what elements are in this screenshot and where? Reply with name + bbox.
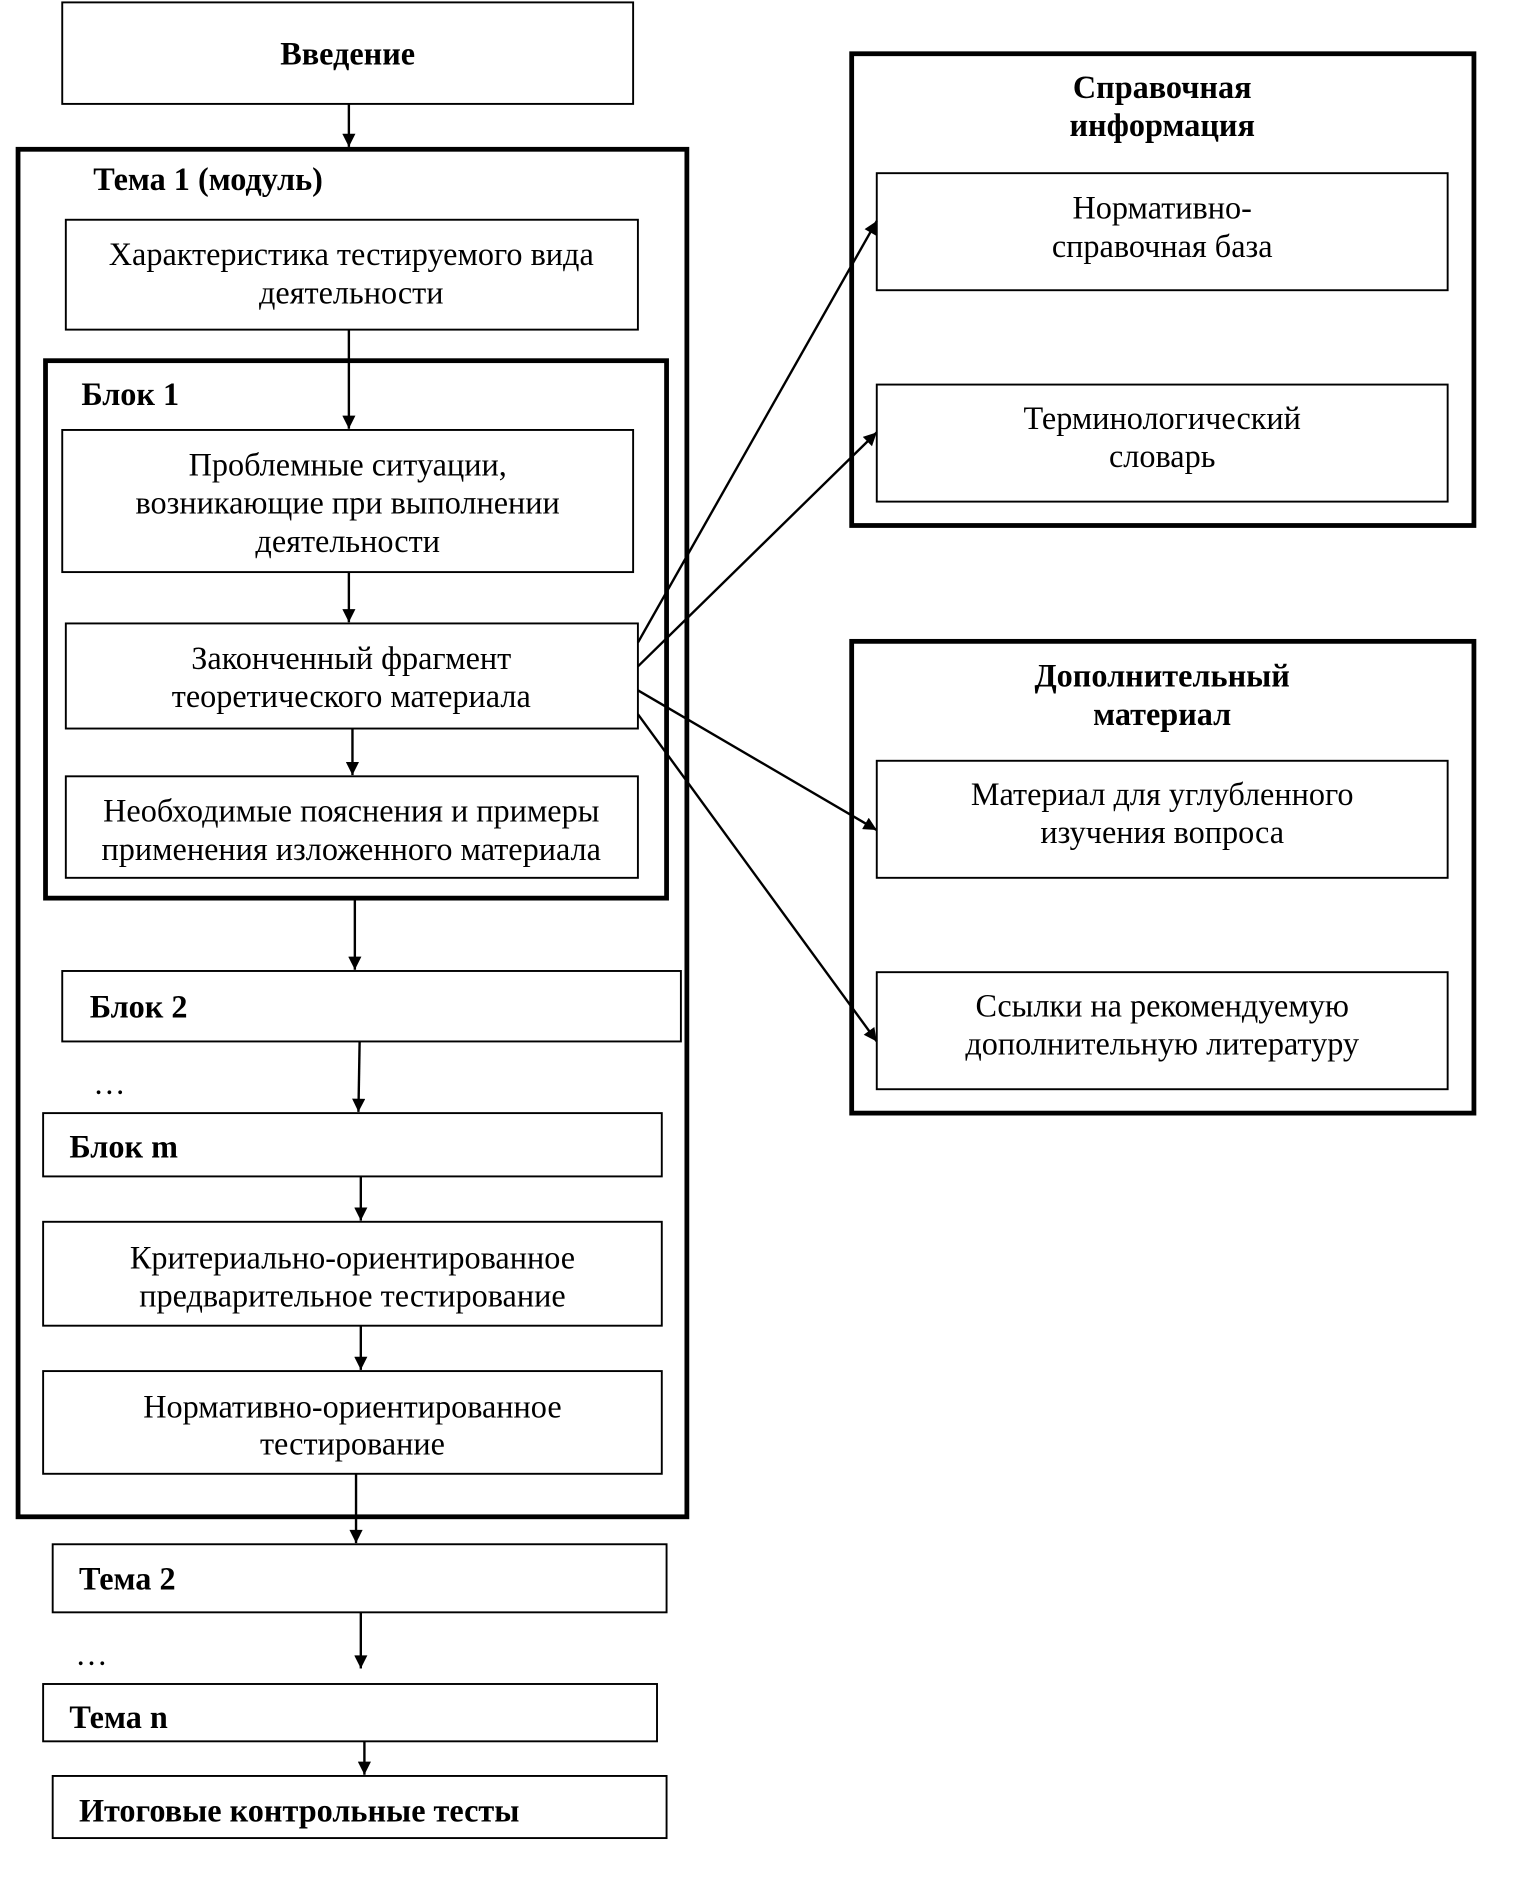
- explanations-line-2: применения изложенного материала: [102, 831, 601, 867]
- additional-title-line-1: Дополнительный: [1035, 658, 1290, 694]
- problems-line-1: Проблемные ситуации,: [189, 446, 507, 482]
- arrow-fragment-to-normative-base: [636, 220, 878, 644]
- norm-test-line-1: Нормативно-ориентированное: [143, 1389, 561, 1425]
- block2-box: Блок 2: [61, 970, 682, 1043]
- problems-line-2: возникающие при выполнении: [136, 485, 560, 521]
- normative-base-box: Нормативно- справочная база: [875, 172, 1449, 292]
- problems-line-3: деятельности: [255, 523, 440, 559]
- block1-frame: Блок 1: [43, 358, 669, 901]
- topic-n-label: Тема n: [69, 1699, 167, 1735]
- literature-line-1: Ссылки на рекомендуемую: [975, 987, 1348, 1023]
- block1-title: Блок 1: [81, 376, 179, 412]
- in-depth-line-1: Материал для углубленного: [971, 776, 1354, 812]
- reference-title-line-2: информация: [1069, 107, 1254, 143]
- fragment-line-1: Законченный фрагмент: [191, 640, 511, 676]
- final-tests-label: Итоговые контрольные тесты: [79, 1792, 519, 1828]
- in-depth-box: Материал для углубленного изучения вопро…: [875, 759, 1449, 879]
- norm-test-box: Нормативно-ориентированное тестирование: [42, 1370, 663, 1475]
- problems-box: Проблемные ситуации, возникающие при вып…: [61, 429, 635, 574]
- topic2-label: Тема 2: [79, 1561, 176, 1597]
- topic2-box: Тема 2: [51, 1543, 668, 1614]
- intro-label: Введение: [280, 35, 415, 71]
- glossary-line-1: Терминологический: [1023, 400, 1300, 436]
- arrow-block2-to-block-m: [352, 1041, 366, 1112]
- explanations-line-1: Необходимые пояснения и примеры: [103, 793, 599, 829]
- glossary-line-2: словарь: [1109, 438, 1215, 474]
- additional-title-line-2: материал: [1093, 696, 1231, 732]
- criterion-test-box: Критериально-ориентированное предварител…: [42, 1220, 663, 1327]
- literature-box: Ссылки на рекомендуемую дополнительную л…: [875, 971, 1449, 1091]
- normative-base-line-2: справочная база: [1052, 228, 1273, 264]
- topic1-title: Тема 1 (модуль): [93, 161, 323, 197]
- criterion-test-line-1: Критериально-ориентированное: [130, 1239, 575, 1275]
- topic1-frame: Тема 1 (модуль): [15, 146, 690, 1520]
- topics-ellipsis: …: [75, 1636, 107, 1672]
- block-m-label: Блок m: [69, 1128, 178, 1164]
- blocks-ellipsis: …: [93, 1065, 125, 1101]
- norm-test-line-2: тестирование: [260, 1426, 445, 1462]
- topic-n-box: Тема n: [42, 1683, 658, 1743]
- fragment-line-2: теоретического материала: [172, 678, 531, 714]
- block2-label: Блок 2: [90, 989, 188, 1025]
- characteristic-box: Характеристика тестируемого вида деятель…: [64, 218, 639, 331]
- in-depth-line-2: изучения вопроса: [1040, 814, 1284, 850]
- fragment-box: Законченный фрагмент теоретического мате…: [64, 622, 639, 730]
- final-tests-box: Итоговые контрольные тесты: [51, 1775, 668, 1840]
- reference-frame: Справочная информация: [849, 51, 1477, 528]
- reference-title-line-1: Справочная: [1073, 69, 1252, 105]
- arrow-fragment-to-in-depth: [637, 689, 878, 832]
- arrow-fragment-to-literature: [636, 713, 878, 1043]
- arrow-fragment-to-glossary: [637, 431, 878, 668]
- additional-frame: Дополнительный материал: [849, 638, 1477, 1116]
- glossary-box: Терминологический словарь: [875, 383, 1449, 503]
- literature-line-2: дополнительную литературу: [965, 1026, 1359, 1062]
- normative-base-line-1: Нормативно-: [1073, 190, 1252, 226]
- explanations-box: Необходимые пояснения и примеры применен…: [64, 775, 639, 879]
- criterion-test-line-2: предварительное тестирование: [139, 1278, 565, 1314]
- characteristic-line-1: Характеристика тестируемого вида: [109, 236, 594, 272]
- intro-box: Введение: [61, 1, 635, 105]
- characteristic-line-2: деятельности: [259, 274, 444, 310]
- block-m-box: Блок m: [42, 1112, 663, 1178]
